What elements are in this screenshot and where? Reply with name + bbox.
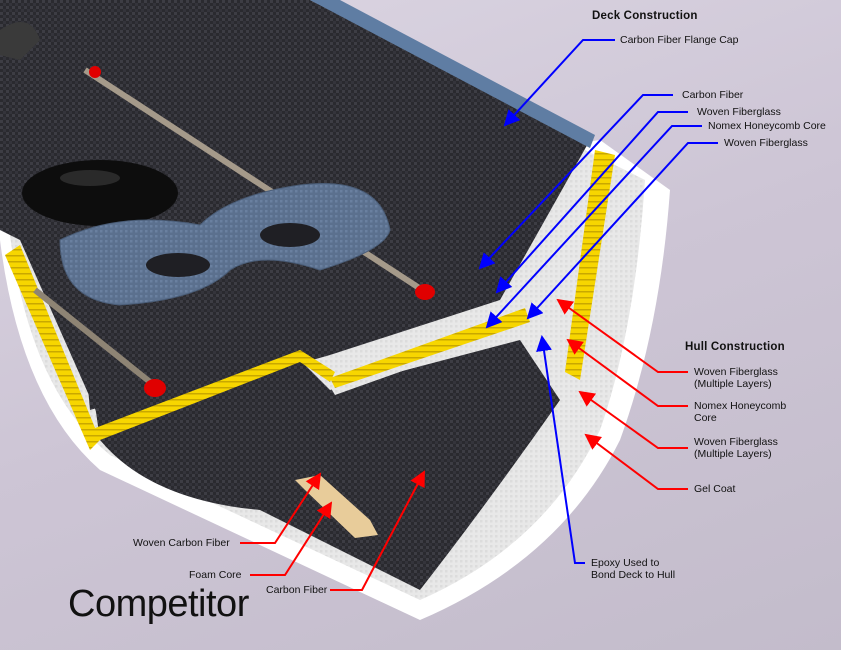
foam-core (295, 475, 378, 538)
leader-woven-fiberglass-2 (526, 142, 718, 320)
label-deck-nomex-core: Nomex Honeycomb Core (708, 120, 826, 132)
label-epoxy: Epoxy Used to Bond Deck to Hull (591, 557, 676, 581)
leader-foam-core (250, 501, 333, 576)
label-carbon-fiber-flange-cap: Carbon Fiber Flange Cap (620, 34, 739, 46)
deck-honeycomb-strip (330, 308, 530, 388)
hatch-cover (22, 160, 178, 226)
ledge-honeycomb (90, 350, 335, 440)
label-woven-carbon-fiber: Woven Carbon Fiber (133, 537, 230, 549)
label-hull-woven-fiberglass-outer: Woven Fiberglass (Multiple Layers) (694, 366, 778, 390)
label-deck-woven-fiberglass-1: Woven Fiberglass (697, 106, 781, 118)
label-deck-carbon-fiber: Carbon Fiber (682, 89, 744, 101)
leader-hull-woven-fiberglass-inner (578, 390, 688, 449)
leader-hull-nomex (566, 338, 688, 407)
left-honeycomb (5, 245, 100, 450)
leader-epoxy (536, 335, 585, 564)
rail-stop (415, 284, 435, 300)
hatch-handle (60, 170, 120, 186)
label-foam-core: Foam Core (189, 569, 242, 581)
rail-stop (144, 379, 166, 397)
hull-construction-heading: Hull Construction (685, 341, 785, 353)
hull-carbon-interior (80, 300, 560, 590)
seat-hole (146, 253, 210, 277)
leader-carbon-fiber-bottom (330, 470, 425, 591)
hull-leaders (240, 298, 688, 591)
deck-construction-heading: Deck Construction (592, 10, 698, 22)
seat-rail-back (83, 67, 432, 298)
leader-hull-woven-fiberglass-outer (556, 298, 688, 373)
leader-gel-coat (584, 433, 688, 490)
label-hull-woven-fiberglass-inner: Woven Fiberglass (Multiple Layers) (694, 436, 778, 460)
label-deck-woven-fiberglass-2: Woven Fiberglass (724, 137, 808, 149)
label-gel-coat: Gel Coat (694, 483, 736, 495)
label-hull-nomex-core: Nomex Honeycomb Core (694, 400, 787, 424)
leader-woven-fiberglass-1 (495, 111, 688, 294)
foot-brace (0, 22, 40, 60)
deck-leaders (478, 39, 718, 564)
hull-honeycomb (565, 150, 615, 380)
seat-rail-front (33, 287, 162, 393)
rail-stop (89, 66, 101, 78)
label-bottom-carbon-fiber: Carbon Fiber (266, 584, 328, 596)
flange-cap-edge (310, 0, 595, 148)
diagram-title: Competitor (68, 583, 249, 625)
seat (59, 182, 391, 306)
leader-nomex-core (485, 125, 702, 329)
seat-hole (260, 223, 320, 247)
leader-woven-carbon-fiber (240, 472, 322, 544)
leader-flange-cap (503, 39, 615, 127)
leader-carbon-fiber (478, 94, 673, 270)
